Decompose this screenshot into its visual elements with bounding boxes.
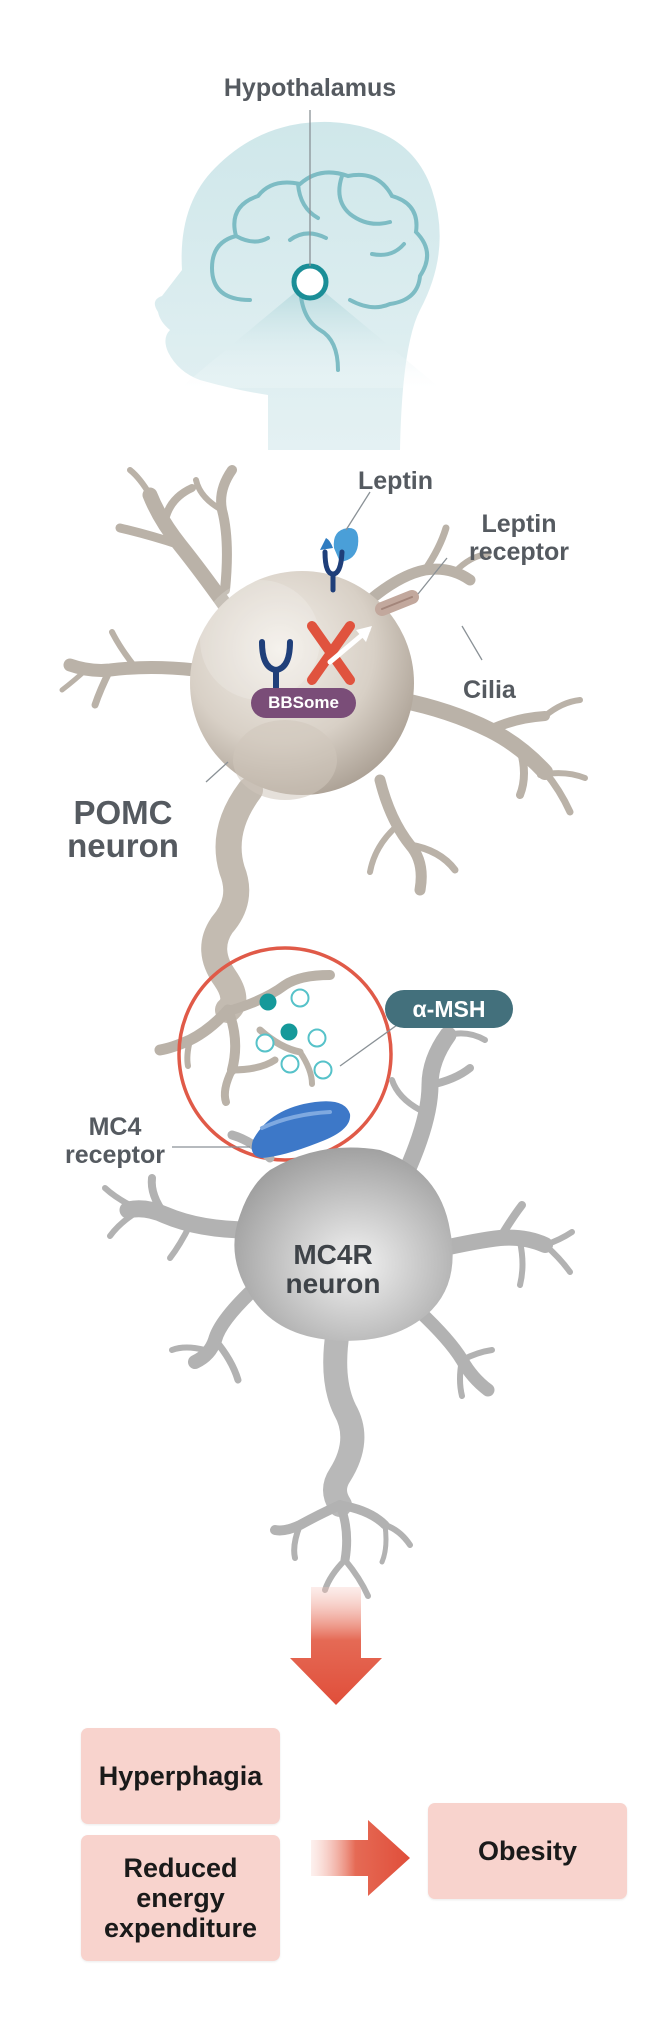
bbsome-badge: BBSome [251,688,356,718]
mc4r-neuron-label-line1: MC4R [293,1239,373,1270]
pomc-neuron-label-line1: POMC [73,794,173,831]
reduced-energy-line1: Reduced [123,1852,238,1883]
mc4-receptor-label-line1: MC4 [88,1113,142,1141]
vesicle-filled [259,993,277,1011]
cilia [375,590,419,616]
reduced-energy-line2: energy [136,1882,225,1913]
pomc-neuron [59,465,588,1106]
hyperphagia-label: Hyperphagia [98,1760,263,1791]
vesicle-empty [255,1033,275,1053]
leptin-receptor-outside [322,549,345,593]
pomc-neuron-label-line2: neuron [67,827,179,864]
reduced-energy-line3: expenditure [103,1913,258,1944]
brain-icon [209,170,429,372]
synapse [177,946,405,1162]
leptin-receptor-label: Leptin receptor [454,510,584,566]
arrow-right-icon [327,626,372,665]
mc4r-neuron-label: MC4R neuron [268,1240,398,1299]
leptin-receptor-label-line1: Leptin [481,510,557,538]
leptin-receptor-inside [259,639,293,693]
arrow-down-icon [290,1587,382,1705]
hyperphagia-box: Hyperphagia [81,1728,280,1824]
x-icon [307,621,355,685]
alpha-msh-badge: α-MSH [385,990,513,1028]
hypothalamus-label: Hypothalamus [223,74,397,102]
vesicle-empty [313,1060,333,1080]
cilia-label: Cilia [463,676,516,704]
hypothalamus-marker [291,263,329,301]
head-illustration [154,110,440,451]
vesicle-empty [307,1028,327,1048]
vesicle-filled [280,1023,298,1041]
pomc-neuron-label: POMC neuron [58,796,188,862]
mc4r-cell-body [234,1147,453,1341]
hypothalamus-cone [180,280,440,388]
mc4-receptor-label: MC4 receptor [52,1113,178,1169]
pomc-dendrites [59,465,588,1106]
obesity-box: Obesity [428,1803,627,1899]
reduced-energy-box: Reduced energy expenditure [81,1835,280,1961]
reduced-energy-label: Reduced energy expenditure [104,1853,257,1944]
leptin-label: Leptin [358,467,433,495]
vesicle-empty [280,1054,300,1074]
synapse-circle [177,946,393,1162]
mc4r-neuron [102,997,575,1599]
arrow-right-icon [311,1820,410,1896]
alpha-msh-leader [339,1019,405,1067]
mc4-receptor-label-line2: receptor [64,1141,166,1169]
leptin-receptor-label-line2: receptor [468,538,570,566]
obesity-label: Obesity [477,1835,578,1866]
leader-lines-pomc [205,491,483,783]
mc4r-neuron-label-line2: neuron [285,1268,381,1300]
pomc-nucleus [233,720,337,800]
vesicle-empty [290,988,310,1008]
mc4r-dendrites [102,997,575,1599]
mc4-receptor [251,1101,351,1158]
